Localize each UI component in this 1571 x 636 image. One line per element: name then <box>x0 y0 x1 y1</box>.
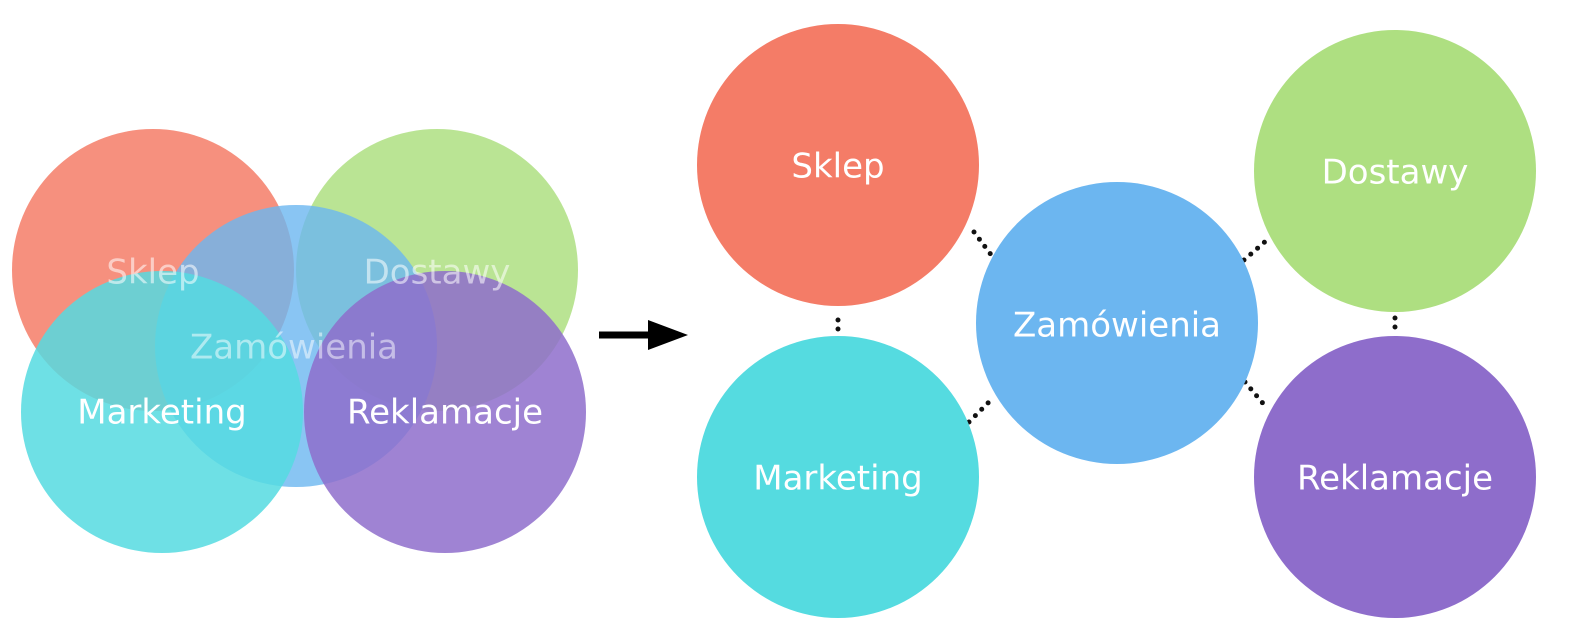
connector-sklep-zamowienia <box>971 229 995 259</box>
circle-sklep <box>697 24 979 306</box>
overlap-label-zamowienia: Zamówienia <box>190 328 398 368</box>
separated-diagram: Sklep Dostawy Zamówienia Marketing Rekla… <box>697 24 1536 618</box>
connector-marketing-zamowienia <box>966 397 994 425</box>
circle-dostawy <box>1254 30 1536 312</box>
overlap-label-reklamacje: Reklamacje <box>347 393 543 433</box>
overlapping-diagram: Sklep Dostawy Zamówienia Marketing Rekla… <box>12 129 586 553</box>
transform-arrow <box>599 320 688 350</box>
label-dostawy: Dostawy <box>1322 153 1469 193</box>
connector-zamowienia-reklamacje <box>1242 379 1269 410</box>
circle-marketing <box>697 336 979 618</box>
connector-zamowienia-dostawy <box>1241 237 1270 263</box>
overlap-label-sklep: Sklep <box>106 253 199 293</box>
circle-zamowienia <box>976 182 1258 464</box>
overlap-label-marketing: Marketing <box>77 393 246 433</box>
dotted-connectors <box>835 229 1398 425</box>
label-reklamacje: Reklamacje <box>1297 459 1493 499</box>
overlap-circle-marketing <box>21 271 303 553</box>
overlap-circle-reklamacje <box>304 271 586 553</box>
label-zamowienia: Zamówienia <box>1013 306 1221 346</box>
circle-reklamacje <box>1254 336 1536 618</box>
label-marketing: Marketing <box>753 459 922 499</box>
overlap-label-dostawy: Dostawy <box>364 253 511 293</box>
label-sklep: Sklep <box>791 147 884 187</box>
